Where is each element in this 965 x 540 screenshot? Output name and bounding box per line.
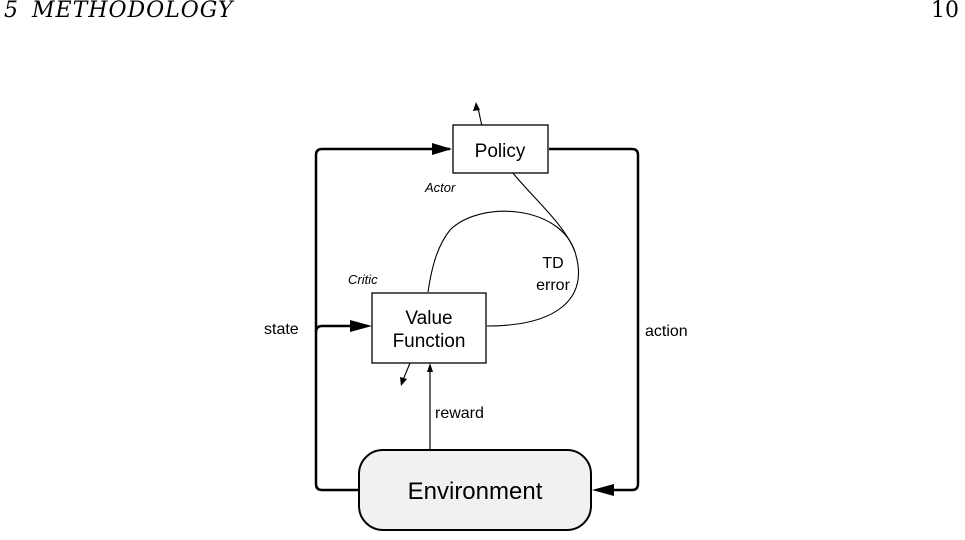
value-arrowhead <box>350 320 372 332</box>
policy-label: Policy <box>475 141 526 162</box>
value-function-label-line2: Function <box>393 331 466 352</box>
environment-label: Environment <box>408 478 543 505</box>
td-error-curve <box>486 171 579 327</box>
value-update-arrowhead <box>400 377 407 386</box>
reward-label: reward <box>435 405 484 422</box>
action-label: action <box>645 323 688 340</box>
error-label: error <box>536 277 570 294</box>
reward-arrowhead <box>427 363 433 372</box>
value-function-label-line1: Value <box>405 308 452 329</box>
critic-label: Critic <box>348 272 378 287</box>
section-title: METHODOLOGY <box>32 0 234 23</box>
policy-update-arrowhead <box>473 102 480 111</box>
action-arrow <box>549 147 640 492</box>
value-update-arrow <box>402 362 411 381</box>
environment-arrowhead <box>592 484 614 496</box>
td-error-curve-upper <box>427 210 576 293</box>
policy-arrowhead <box>432 143 452 155</box>
td-label: TD <box>542 255 563 272</box>
state-to-value-arrow <box>314 324 350 333</box>
policy-box <box>452 124 549 174</box>
value-function-box <box>371 292 487 364</box>
state-to-policy-arrow <box>314 147 450 492</box>
state-label: state <box>264 321 299 338</box>
actor-label: Actor <box>424 180 456 195</box>
page-number: 10 <box>931 0 959 23</box>
running-header: 5 METHODOLOGY 10 <box>0 0 965 24</box>
environment-box <box>358 449 592 531</box>
section-number: 5 <box>4 0 18 23</box>
